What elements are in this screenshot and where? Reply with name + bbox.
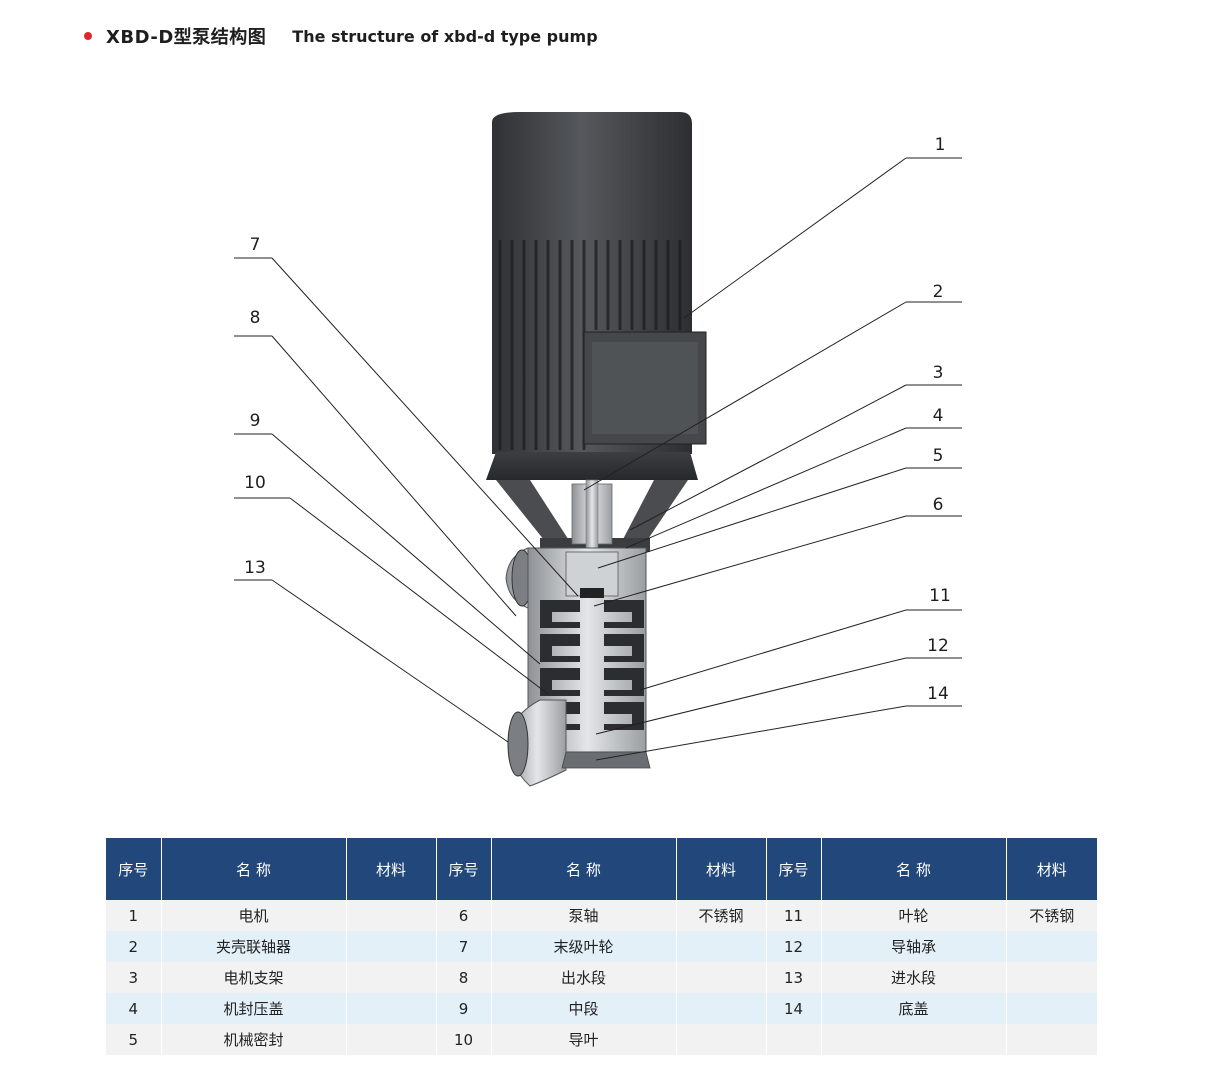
callout-number-14: 14 bbox=[927, 684, 949, 704]
cell: 9 bbox=[436, 993, 492, 1024]
title-chinese: XBD-D型泵结构图 bbox=[106, 27, 267, 48]
table-header-row: 序号 名 称 材料 序号 名 称 材料 序号 名 称 材料 bbox=[106, 838, 1097, 900]
table-row: 2 夹壳联轴器 7 末级叶轮 12 导轴承 bbox=[106, 931, 1097, 962]
cell bbox=[1006, 1024, 1097, 1055]
callout-number-6: 6 bbox=[933, 495, 944, 515]
cell: 底盖 bbox=[821, 993, 1007, 1024]
cell: 1 bbox=[106, 900, 162, 931]
cell: 泵轴 bbox=[491, 900, 677, 931]
callout-leader-14 bbox=[595, 705, 907, 761]
cell bbox=[676, 993, 767, 1024]
header-name: 名 称 bbox=[821, 838, 1007, 900]
callout-leader-10 bbox=[289, 497, 549, 695]
callout-leader-5 bbox=[597, 467, 907, 569]
callout-number-1: 1 bbox=[935, 135, 946, 155]
cell bbox=[346, 931, 437, 962]
cell: 进水段 bbox=[821, 962, 1007, 993]
callout-leader-9 bbox=[271, 433, 541, 665]
cell: 11 bbox=[766, 900, 822, 931]
cell: 13 bbox=[766, 962, 822, 993]
header-name: 名 称 bbox=[491, 838, 677, 900]
cell: 12 bbox=[766, 931, 822, 962]
callout-number-9: 9 bbox=[250, 411, 261, 431]
callout-number-8: 8 bbox=[250, 308, 261, 328]
cell: 5 bbox=[106, 1024, 162, 1055]
cell: 14 bbox=[766, 993, 822, 1024]
cell: 导轴承 bbox=[821, 931, 1007, 962]
page-header: XBD-D型泵结构图 The structure of xbd-d type p… bbox=[84, 20, 598, 52]
cell: 末级叶轮 bbox=[491, 931, 677, 962]
cell: 机封压盖 bbox=[161, 993, 347, 1024]
cell: 10 bbox=[436, 1024, 492, 1055]
callout-lines bbox=[234, 157, 962, 761]
callout-leader-4 bbox=[625, 427, 907, 549]
callout-number-3: 3 bbox=[933, 363, 944, 383]
callout-leader-8 bbox=[271, 335, 517, 617]
cell bbox=[346, 900, 437, 931]
cell: 叶轮 bbox=[821, 900, 1007, 931]
cell: 出水段 bbox=[491, 962, 677, 993]
callout-number-11: 11 bbox=[929, 586, 951, 606]
cell: 不锈钢 bbox=[1006, 900, 1097, 931]
callout-leader-6 bbox=[593, 515, 907, 607]
callout-leader-3 bbox=[629, 384, 907, 531]
cell: 电机 bbox=[161, 900, 347, 931]
cell bbox=[821, 1024, 1007, 1055]
table-row: 1 电机 6 泵轴 不锈钢 11 叶轮 不锈钢 bbox=[106, 900, 1097, 931]
cell: 3 bbox=[106, 962, 162, 993]
header-no: 序号 bbox=[436, 838, 492, 900]
header-no: 序号 bbox=[766, 838, 822, 900]
pump-body bbox=[505, 547, 651, 787]
cell bbox=[766, 1024, 822, 1055]
header-no: 序号 bbox=[106, 838, 162, 900]
bullet-dot-icon bbox=[84, 32, 92, 40]
cell bbox=[346, 993, 437, 1024]
table-row: 4 机封压盖 9 中段 14 底盖 bbox=[106, 993, 1097, 1024]
header-material: 材料 bbox=[346, 838, 437, 900]
cell: 导叶 bbox=[491, 1024, 677, 1055]
callout-leader-13 bbox=[271, 579, 509, 743]
cell: 7 bbox=[436, 931, 492, 962]
cell: 8 bbox=[436, 962, 492, 993]
callout-number-7: 7 bbox=[250, 235, 261, 255]
header-material: 材料 bbox=[676, 838, 767, 900]
cell bbox=[1006, 962, 1097, 993]
cell: 电机支架 bbox=[161, 962, 347, 993]
callout-number-2: 2 bbox=[933, 282, 944, 302]
parts-table: 序号 名 称 材料 序号 名 称 材料 序号 名 称 材料 1 电机 6 泵轴 … bbox=[106, 838, 1097, 1055]
cell: 2 bbox=[106, 931, 162, 962]
title-english: The structure of xbd-d type pump bbox=[292, 26, 598, 46]
motor bbox=[486, 112, 707, 480]
table-row: 5 机械密封 10 导叶 bbox=[106, 1024, 1097, 1055]
cell bbox=[676, 1024, 767, 1055]
cell bbox=[346, 1024, 437, 1055]
cell bbox=[346, 962, 437, 993]
header-material: 材料 bbox=[1006, 838, 1097, 900]
cell bbox=[1006, 993, 1097, 1024]
cell bbox=[1006, 931, 1097, 962]
cell bbox=[676, 962, 767, 993]
cell: 中段 bbox=[491, 993, 677, 1024]
callout-number-4: 4 bbox=[933, 406, 944, 426]
callout-number-5: 5 bbox=[933, 446, 944, 466]
callout-leader-2 bbox=[583, 301, 907, 491]
cell: 夹壳联轴器 bbox=[161, 931, 347, 962]
cell bbox=[676, 931, 767, 962]
header-name: 名 称 bbox=[161, 838, 347, 900]
cell: 不锈钢 bbox=[676, 900, 767, 931]
cell: 机械密封 bbox=[161, 1024, 347, 1055]
callout-leader-7 bbox=[271, 257, 579, 597]
callout-leader-1 bbox=[683, 157, 907, 319]
callout-number-10: 10 bbox=[244, 473, 266, 493]
callout-leader-12 bbox=[595, 657, 907, 735]
cell: 4 bbox=[106, 993, 162, 1024]
cell: 6 bbox=[436, 900, 492, 931]
callout-number-12: 12 bbox=[927, 636, 949, 656]
callout-number-13: 13 bbox=[244, 558, 266, 578]
table-row: 3 电机支架 8 出水段 13 进水段 bbox=[106, 962, 1097, 993]
callout-leader-11 bbox=[639, 609, 907, 691]
